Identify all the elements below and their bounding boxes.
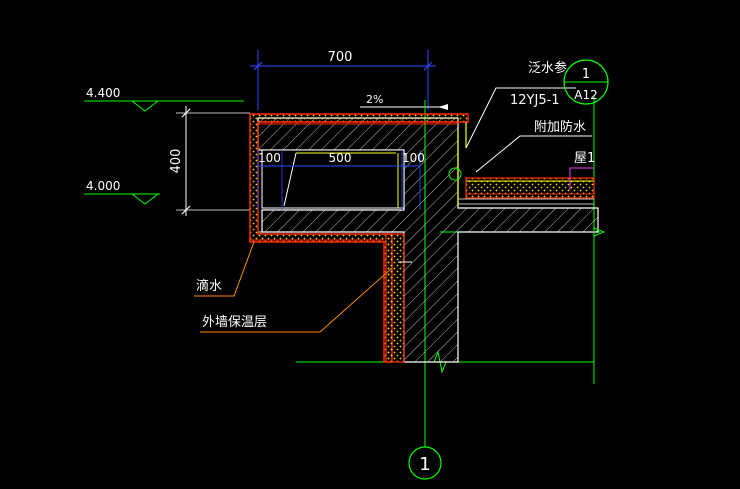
dimension-top-width: 700 [250,50,436,110]
insulation-layer [249,113,469,363]
flashing-label: 泛水参 [528,60,567,76]
slab-arrow-right [593,227,606,237]
dimension-height: 400 [169,106,250,216]
slope-indicator: 2% [360,93,448,110]
dimension-inner: 100 500 100 [257,150,425,210]
extra-waterproof-label: 附加防水 [534,119,586,135]
roof-label: 屋1 [574,151,595,166]
extra-waterproof-callout: 附加防水 [475,119,592,173]
dimension-100-right: 100 [402,151,425,165]
drip-label: 滴水 [196,278,222,294]
drip-callout: 滴水 [194,241,255,297]
flashing-callout: 泛水参 12YJ5-1 1 A12 [465,59,609,149]
wall-insulation-label: 外墙保温层 [202,315,267,330]
waterproof-layer [283,122,467,208]
roof-buildup [448,130,595,206]
level-4400-text: 4.400 [86,86,120,100]
grid-axis-number: 1 [419,454,430,475]
grid-axis-bubble [408,446,442,480]
dimension-100-left: 100 [258,151,281,165]
level-mark-upper: 4.400 [84,86,244,112]
roof-callout: 屋1 [569,151,595,190]
wall-insulation-callout: 外墙保温层 [200,267,393,333]
sheet-number: A12 [574,88,597,102]
dimension-700-text: 700 [328,50,353,65]
dimension-400-text: 400 [169,149,184,174]
level-mark-lower: 4.000 [84,179,160,205]
atlas-label: 12YJ5-1 [510,93,560,108]
level-4000-text: 4.000 [86,179,120,193]
dimension-500-text: 500 [329,151,352,165]
detail-number: 1 [582,67,590,82]
slope-text: 2% [366,93,383,106]
